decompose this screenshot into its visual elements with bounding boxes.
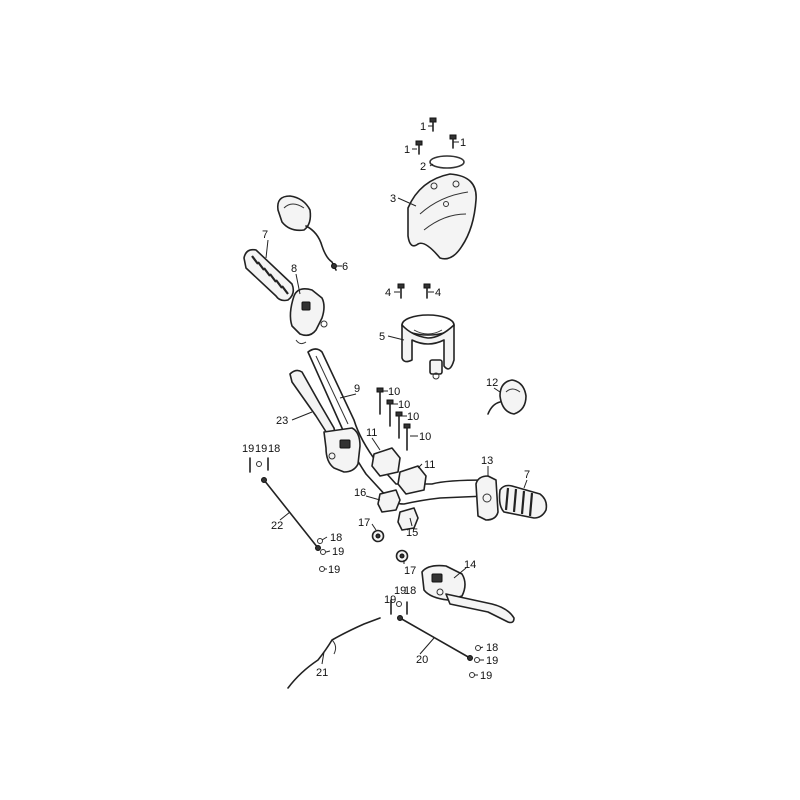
fitting-left-upper <box>249 457 269 473</box>
screw-4a <box>397 283 405 299</box>
callout-19: 19 <box>332 546 344 558</box>
screw-4b <box>423 283 431 299</box>
screw-1b <box>415 140 423 155</box>
clamp-16 <box>377 489 401 513</box>
part-4-screws <box>397 283 431 299</box>
callout-16: 16 <box>354 487 366 499</box>
part-3-handlebar-cover <box>407 173 477 260</box>
callout-1: 1 <box>420 121 426 133</box>
callout-19: 19 <box>328 564 340 576</box>
callout-19: 19 <box>486 655 498 667</box>
part-17-nuts <box>371 529 409 563</box>
fitting-left-lower <box>317 538 326 572</box>
part-2-ring <box>429 155 465 169</box>
callout-18: 18 <box>486 642 498 654</box>
callout-17: 17 <box>358 517 370 529</box>
callout-8: 8 <box>291 263 297 275</box>
callout-12: 12 <box>486 377 498 389</box>
screw-1a <box>429 117 437 132</box>
callout-9: 9 <box>354 383 360 395</box>
bolt-10d <box>403 423 411 451</box>
callout-1: 1 <box>404 144 410 156</box>
callout-1: 1 <box>460 137 466 149</box>
callout-19: 19 <box>255 443 267 455</box>
fitting-right-lower <box>469 645 481 678</box>
screw-1c <box>449 134 457 149</box>
callout-2: 2 <box>420 161 426 173</box>
part-6-mirror-left <box>276 195 337 271</box>
part-13-switch-right <box>475 475 499 521</box>
part-8-switch-left <box>289 288 328 345</box>
part-11-upper-clamps <box>371 447 427 495</box>
callout-15: 15 <box>406 527 418 539</box>
callout-4: 4 <box>435 287 441 299</box>
part-14-lever-right <box>421 564 515 624</box>
part-12-mirror-right <box>487 379 527 415</box>
bolt-10a <box>376 387 384 415</box>
callout-10: 10 <box>419 431 431 443</box>
callout-11: 11 <box>366 427 377 439</box>
part-7-grip-left <box>243 248 295 302</box>
part-5-handlebar-holder <box>401 314 455 380</box>
callout-10: 10 <box>388 386 400 398</box>
clamp-11a <box>371 447 401 477</box>
part-21-cable <box>287 617 381 689</box>
part-20-brake-hose-right <box>397 615 473 661</box>
part-7-grip-right <box>498 484 548 519</box>
bolt-10c <box>395 411 403 439</box>
callouts: 1 1 1 2 3 4 4 5 6 7 7 8 9 10 10 10 10 11… <box>242 121 530 682</box>
callout-10: 10 <box>407 411 419 423</box>
callout-13: 13 <box>481 455 493 467</box>
leader-lines <box>265 125 528 676</box>
part-23-lever-left <box>289 369 361 473</box>
part-22-brake-hose-left <box>261 477 321 551</box>
callout-22: 22 <box>271 520 283 532</box>
callout-3: 3 <box>390 193 396 205</box>
nut-17a <box>371 529 385 543</box>
callout-11: 11 <box>424 459 435 471</box>
callout-19: 19 <box>384 594 396 606</box>
callout-17: 17 <box>404 565 416 577</box>
callout-19: 19 <box>394 585 406 597</box>
fitting-right-upper <box>390 599 408 615</box>
callout-23: 23 <box>276 415 288 427</box>
callout-14: 14 <box>464 559 476 571</box>
callout-18: 18 <box>404 585 416 597</box>
callout-19: 19 <box>480 670 492 682</box>
clamp-11b <box>397 465 427 495</box>
callout-10: 10 <box>398 399 410 411</box>
callout-18: 18 <box>330 532 342 544</box>
part-15-16-lower-clamps <box>377 489 419 531</box>
callout-19: 19 <box>242 443 254 455</box>
nut-17b <box>395 549 409 563</box>
bolt-10b <box>386 399 394 427</box>
callout-5: 5 <box>379 331 385 343</box>
callout-18: 18 <box>268 443 280 455</box>
callout-7: 7 <box>262 229 268 241</box>
callout-20: 20 <box>416 654 428 666</box>
callout-7: 7 <box>524 469 530 481</box>
clamp-15 <box>397 507 419 531</box>
part-9-handlebar-tube <box>307 348 487 505</box>
callout-6: 6 <box>342 261 348 273</box>
part-10-bolts <box>376 387 411 451</box>
callout-4: 4 <box>385 287 391 299</box>
callout-21: 21 <box>316 667 328 679</box>
